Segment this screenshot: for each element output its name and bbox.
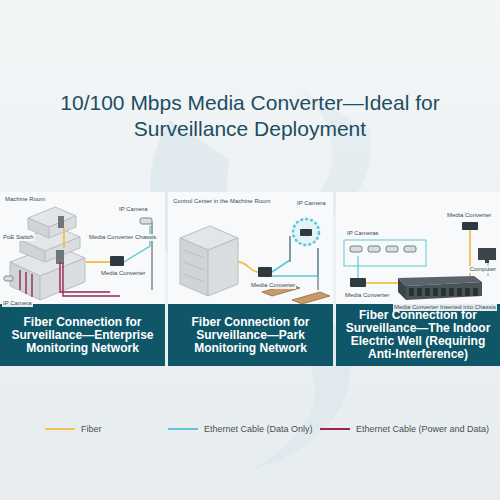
panel [0,192,165,317]
caption-text: Fiber Connection for Surveillance—Enterp… [6,316,159,355]
part-label: PoE Switch [2,234,35,241]
part-label: IP Camera [296,200,327,207]
part-label: Media Converter [344,292,390,299]
media-converter-icon [258,267,272,277]
slot [409,288,414,296]
slot [425,288,430,296]
caption-text: Fiber Connection for Surveillance—Park M… [174,316,327,355]
camera-group-frame [344,240,426,266]
legend-item: Ethernet Cable (Data Only) [168,424,313,434]
legend-text: Ethernet Cable (Power and Data) [356,424,489,434]
caption-band: Fiber Connection for Surveillance—Park M… [168,304,333,366]
part-label: IP Cameras [346,230,380,237]
part-label: Media Converter [250,282,296,289]
ip-cameras [350,246,416,252]
part-label: Media Converter [446,212,492,219]
zoom-circle [293,219,319,245]
slot [449,288,454,296]
media-converter-icon [462,222,478,230]
legend-line-sample [320,426,350,432]
part-label: IP Camera [2,300,33,307]
slot [417,288,422,296]
part-label: Media Converter Chassis [88,234,157,241]
legend-item: Ethernet Cable (Power and Data) [320,424,489,434]
part-label: IP Camera [118,206,149,213]
caption-text: Fiber Connection for Surveillance—The In… [342,309,494,361]
caption-band: Fiber Connection for Surveillance—The In… [336,304,500,366]
legend-line-sample [168,426,198,432]
slot [433,288,438,296]
slot [473,288,478,296]
title: 10/100 Mbps Media Converter—Ideal for Su… [50,90,450,142]
media-converter-icon [300,229,312,236]
media-converter-icon [350,278,366,287]
building [180,226,238,296]
part-label: Media Converter [100,270,146,277]
slot [441,288,446,296]
chassis [398,276,482,300]
computer-icon [478,248,496,263]
camera-pole [4,218,152,290]
legend-line-sample [45,426,75,432]
part-label: Control Center in the Machine Room [172,198,271,205]
legend-text: Ethernet Cable (Data Only) [204,424,313,434]
decor-swirl [150,120,350,470]
panel [336,192,500,317]
panel [168,192,333,317]
part-label: Media Converter Inserted into Chassis [393,304,497,311]
legend-item: Fiber [45,424,102,434]
caption-band: Fiber Connection for Surveillance—Enterp… [0,304,165,366]
cables [358,230,488,283]
slot [465,288,470,296]
legend-text: Fiber [81,424,102,434]
media-converter-icon [110,256,124,266]
part-label: Computer [469,266,497,273]
chassis-slots [409,288,478,296]
building [10,207,85,300]
part-label: Machine Room [4,196,46,203]
slot [457,288,462,296]
